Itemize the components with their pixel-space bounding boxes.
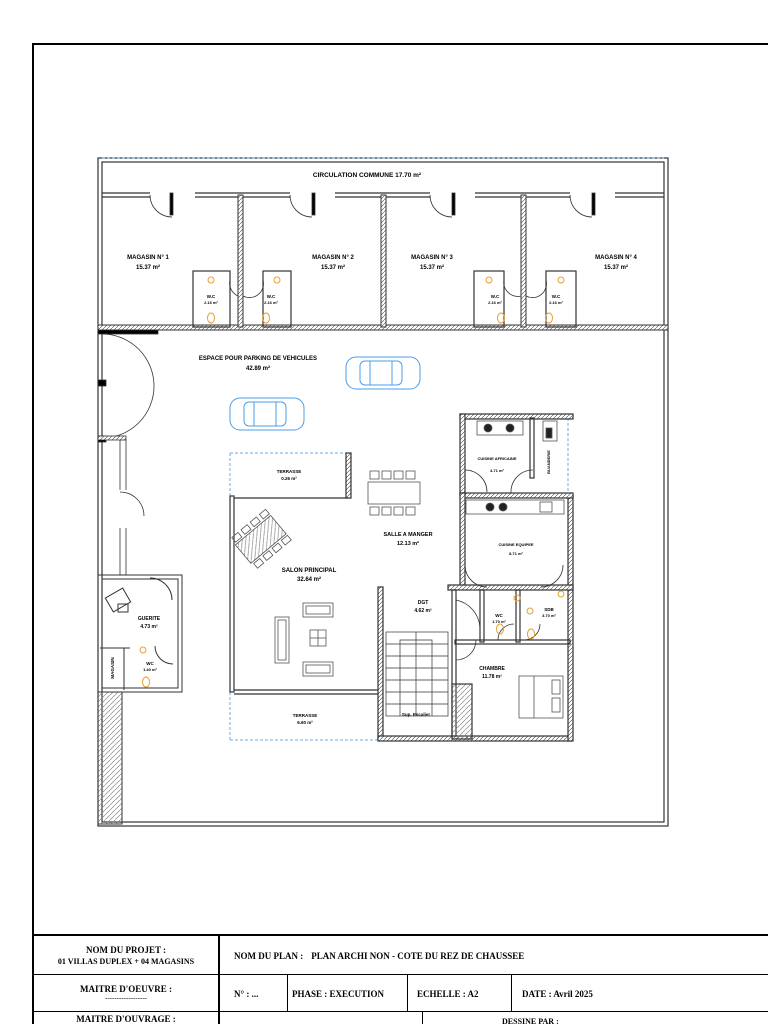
tb-oeuvre-value: ------------------ (105, 994, 147, 1002)
tb-plan-value: PLAN ARCHI NON - COTE DU REZ DE CHAUSSEE (311, 951, 525, 961)
area-magasin-4: 15.37 m² (604, 264, 628, 271)
tb-ouvrage-label: MAITRE D'OUVRAGE : (76, 1014, 176, 1024)
tb-div-c (511, 974, 512, 1011)
label-chambre: CHAMBRE (479, 666, 505, 672)
staircase (385, 631, 449, 717)
label-sdb: SDB (544, 607, 554, 612)
label-terrasse-top: TERRASSE (277, 469, 302, 474)
area-parking: 42.89 m² (246, 365, 270, 372)
area-magasin-3: 15.37 m² (420, 264, 444, 271)
area-wc-m1: 2.16 m² (204, 300, 218, 305)
tb-signature-cell: DESSINE PAR : (502, 1016, 702, 1026)
tb-row-divider-2 (32, 1011, 768, 1012)
label-wc-m1: W.C (207, 294, 216, 299)
car-icon-parking-2 (229, 397, 305, 431)
tb-numero: N° : ... (234, 989, 259, 999)
tb-phase: PHASE : EXECUTION (292, 989, 385, 999)
bed (518, 675, 564, 719)
tb-oeuvre-cell: MAITRE D'OEUVRE : ------------------ (34, 977, 218, 1009)
label-magasin-3: MAGASIN N° 3 (411, 255, 453, 261)
label-dgt: DGT (418, 600, 429, 606)
label-wc-m4: W.C (552, 294, 561, 299)
label-guerite: GUERITE (138, 616, 161, 622)
label-cuisine-afr: CUISINE AFRICAINE (478, 456, 517, 461)
label-magasin-2: MAGASIN N° 2 (312, 255, 354, 261)
tb-ouvrage-cell: MAITRE D'OUVRAGE : (34, 1013, 218, 1025)
label-circulation: CIRCULATION COMMUNE 17.70 m² (313, 172, 422, 179)
kitchen-fixtures (465, 420, 565, 515)
area-wc-house: 1.70 m² (492, 619, 506, 624)
tb-left-border (32, 934, 34, 1024)
villa-dashed-outline (229, 418, 569, 741)
tb-plan-label: NOM DU PLAN : (234, 951, 304, 961)
tb-plan-cell: NOM DU PLAN : PLAN ARCHI NON - COTE DU R… (234, 944, 754, 968)
label-wc-house: WC (495, 613, 503, 618)
area-wc-m4: 2.16 m² (549, 300, 563, 305)
entrance-gate (97, 329, 159, 575)
label-cuisine-eq: CUISINE EQUIPEE (498, 542, 533, 547)
area-magasin-1: 15.37 m² (136, 264, 160, 271)
car-icon-parking (345, 356, 421, 390)
area-cuisine-afr: 4.71 m² (490, 468, 504, 473)
tb-oeuvre-label: MAITRE D'OEUVRE : (79, 984, 172, 994)
area-wc-m3: 2.16 m² (488, 300, 502, 305)
tb-col-divider (218, 934, 220, 1024)
villa-walls (229, 413, 574, 742)
label-wc-m2: W.C (267, 294, 276, 299)
area-salon: 32.64 m² (297, 576, 321, 583)
area-terrasse-bottom: 6.60 m² (297, 720, 313, 725)
tb-project-label: NOM DU PROJET : (85, 944, 167, 955)
shop-wc-fixtures (207, 276, 565, 324)
label-magasin-4: MAGASIN N° 4 (595, 255, 637, 261)
area-sdb: 3.70 m² (542, 613, 556, 618)
area-dgt: 4.62 m² (414, 608, 432, 614)
tb-div-b (407, 974, 408, 1011)
area-salle-manger: 12.13 m² (397, 540, 419, 547)
label-parking: ESPACE POUR PARKING DE VEHICULES (199, 356, 317, 362)
area-magasin-2: 15.37 m² (321, 264, 345, 271)
area-chambre: 11.78 m² (482, 674, 502, 680)
tb-project-cell: NOM DU PROJET : 01 VILLAS DUPLEX + 04 MA… (34, 938, 218, 972)
area-terrasse-top: 0.26 m² (281, 476, 297, 481)
guardhouse-wc (139, 646, 150, 688)
tb-signature: DESSINE PAR : (502, 1016, 559, 1026)
tb-project-value: 01 VILLAS DUPLEX + 04 MAGASINS (57, 956, 195, 966)
sheet-frame (32, 43, 768, 1024)
tb-date: DATE : Avril 2025 (522, 989, 593, 999)
tb-row-divider-1 (32, 974, 768, 975)
area-wc-m2: 2.16 m² (264, 300, 278, 305)
guardhouse-walls (97, 574, 183, 693)
tb-div-d (422, 1011, 423, 1024)
villa-doors (455, 469, 564, 661)
label-store: MAGASIN (110, 657, 115, 678)
label-terrasse-bottom: TERRASSE (293, 713, 318, 718)
floor-plan: CIRCULATION COMMUNE 17.70 m² MAGASIN N° … (97, 157, 669, 827)
label-wc-m3: W.C (491, 294, 500, 299)
tb-numero-cell: N° : ... (234, 982, 284, 1006)
area-guerite: 4.73 m² (140, 624, 158, 630)
dining-table (367, 470, 421, 516)
tb-date-cell: DATE : Avril 2025 (522, 982, 762, 1006)
bathroom-fixtures (496, 590, 565, 640)
tb-echelle-cell: ECHELLE : A2 (417, 982, 509, 1006)
tb-div-a (287, 974, 288, 1011)
tb-echelle: ECHELLE : A2 (417, 989, 479, 999)
title-block: NOM DU PROJET : 01 VILLAS DUPLEX + 04 MA… (32, 934, 768, 1026)
area-cuisine-eq: 8.71 m² (509, 551, 523, 556)
label-salon: SALON PRINCIPAL (282, 568, 337, 574)
shop-walls (97, 192, 669, 331)
label-magasin-1: MAGASIN N° 1 (127, 255, 169, 261)
label-wc-guerite: WC (146, 661, 154, 666)
shop-doors (149, 192, 596, 298)
label-laverie: BUANDERIE (546, 450, 551, 474)
label-salle-manger: SALLE A MANGER (383, 532, 432, 538)
stored-area-hatch (97, 691, 123, 825)
tb-phase-cell: PHASE : EXECUTION (292, 982, 406, 1006)
label-stair: Sup. Escalier (402, 712, 431, 717)
tb-top-border (32, 934, 768, 936)
area-wc-guerite: 1.40 m² (143, 667, 157, 672)
salon-furniture (231, 508, 334, 677)
